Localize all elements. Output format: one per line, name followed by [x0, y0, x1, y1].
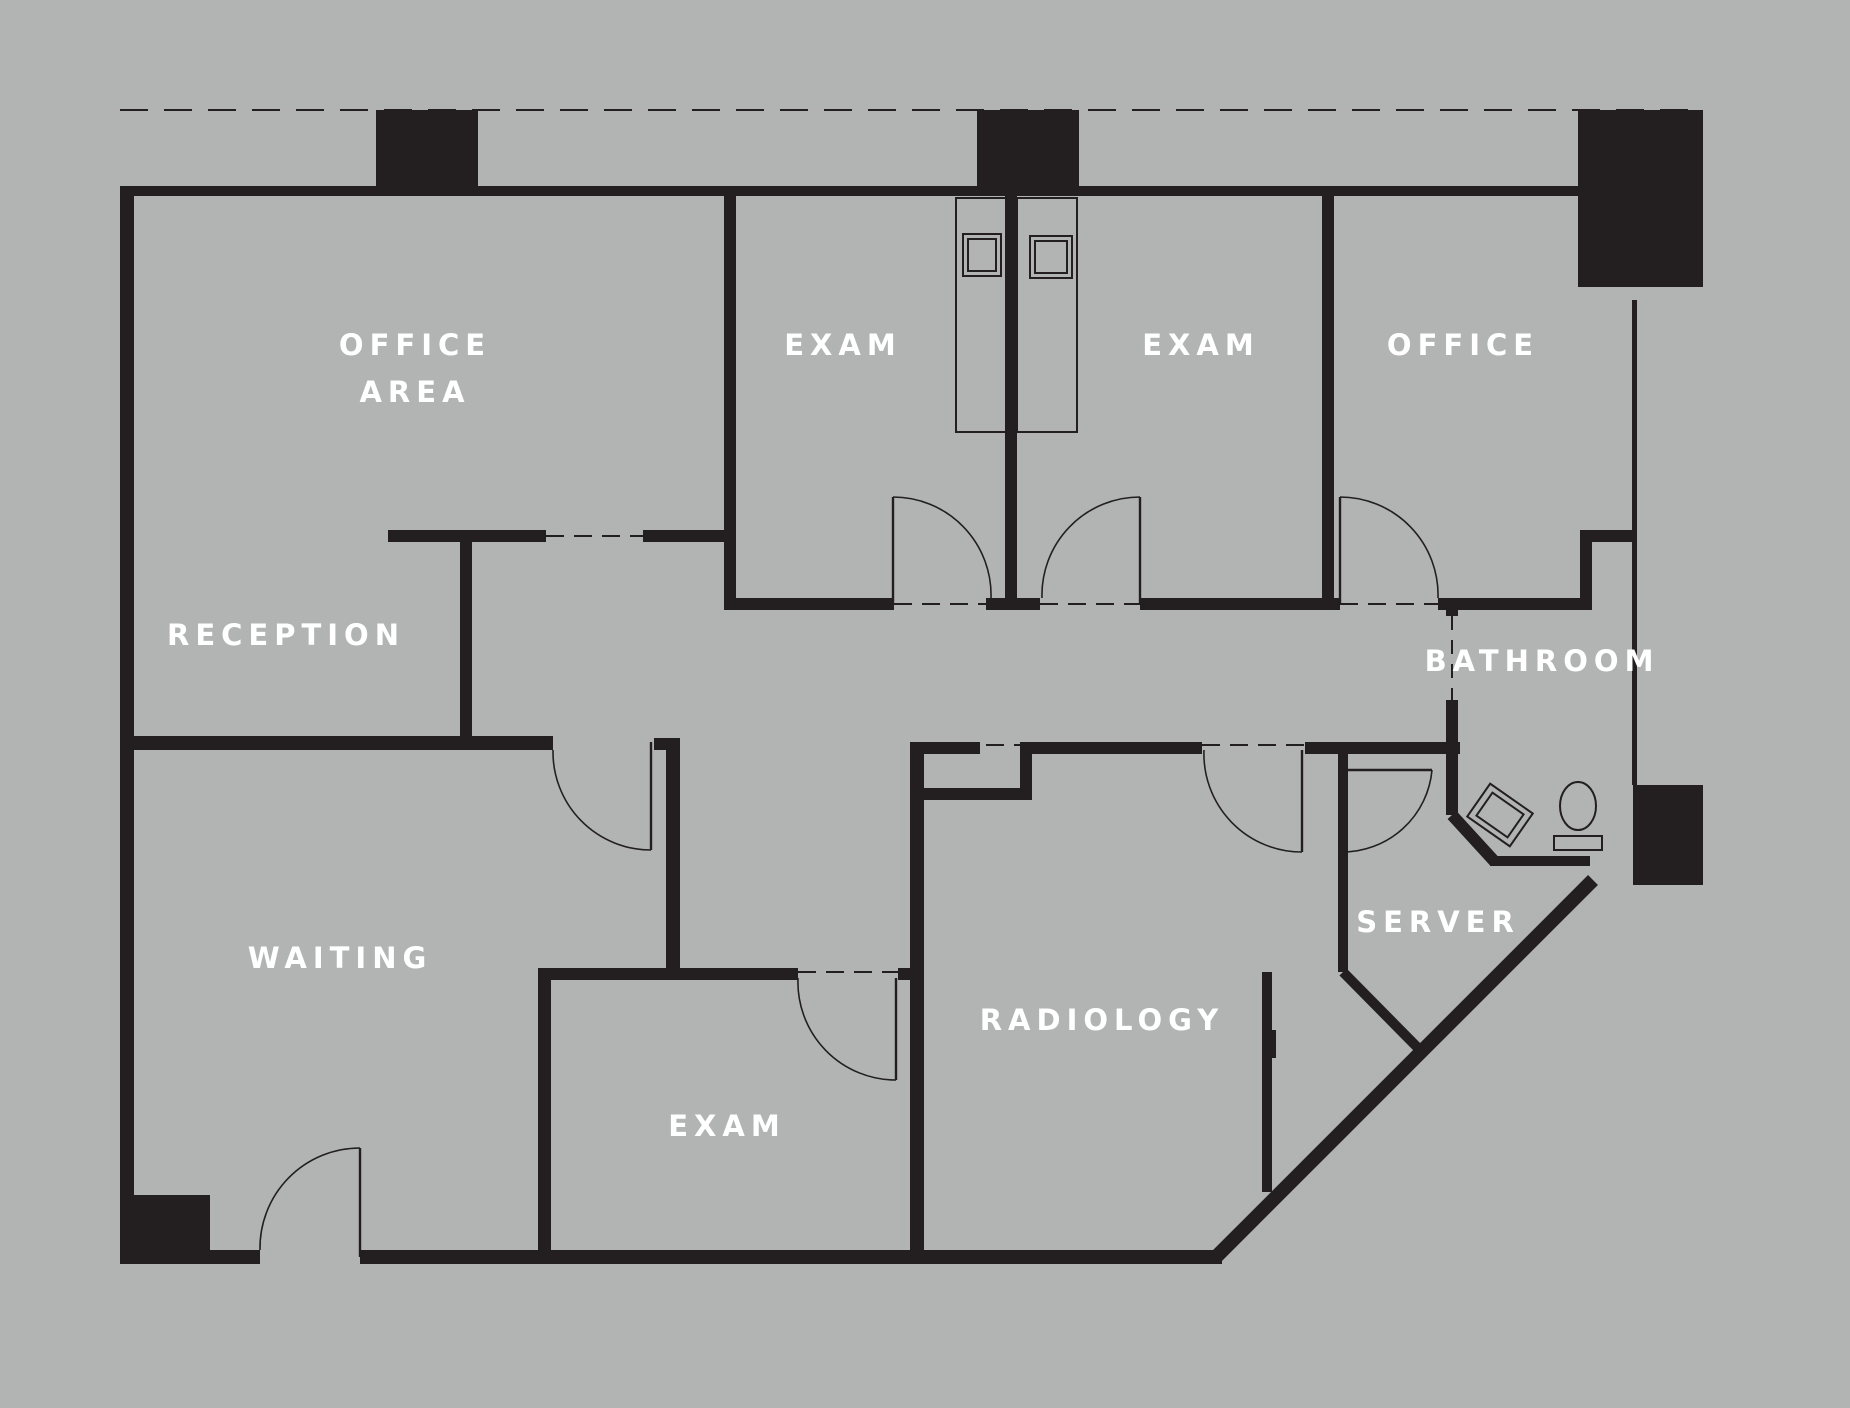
toilet-tank	[1553, 835, 1603, 851]
door-openings	[546, 535, 1453, 973]
sink-icon	[962, 233, 1002, 277]
interior-walls	[120, 186, 1632, 1258]
wall	[1305, 742, 1460, 754]
wall	[1339, 968, 1424, 1054]
wall	[910, 742, 980, 754]
door-swing-arc	[1341, 769, 1433, 853]
room-label-exam-2: EXAM	[1142, 328, 1259, 362]
column	[1578, 110, 1703, 287]
room-labels: OFFICE AREA EXAM EXAM OFFICE RECEPTION B…	[167, 328, 1660, 1143]
wall	[1438, 598, 1586, 610]
wall	[460, 530, 472, 742]
wall	[1020, 742, 1032, 800]
room-label-office-area: OFFICE	[339, 328, 491, 362]
room-label-exam-3: EXAM	[668, 1109, 785, 1143]
wall-south-left	[120, 1250, 260, 1264]
doors	[259, 496, 1439, 1257]
bathroom-sink-icon	[1465, 782, 1535, 848]
door-swing-arc	[892, 496, 992, 599]
wall	[1322, 196, 1334, 608]
wall-south-right	[360, 1250, 1222, 1264]
toilet-icon	[1559, 781, 1597, 831]
wall	[1447, 810, 1500, 867]
wall	[538, 968, 551, 1258]
wall	[1262, 1030, 1276, 1058]
wall	[120, 736, 553, 750]
wall	[910, 742, 924, 1250]
wall	[1446, 598, 1458, 616]
wall	[643, 530, 733, 542]
wall	[1490, 856, 1590, 866]
wall	[1262, 972, 1272, 1192]
wall	[1580, 530, 1592, 610]
structural-columns	[132, 110, 1703, 1257]
room-label-office: OFFICE	[1387, 328, 1539, 362]
room-label-waiting: WAITING	[248, 941, 433, 975]
door-swing-arc	[797, 977, 897, 1081]
wall	[1580, 530, 1632, 542]
wall	[1446, 700, 1458, 815]
door-swing-arc	[1041, 496, 1141, 599]
room-label-office-area-line2: AREA	[359, 375, 470, 409]
door-swing-arc	[1203, 749, 1303, 853]
sink-basin	[1034, 240, 1068, 274]
wall	[724, 186, 736, 608]
column	[132, 1195, 210, 1257]
wall-diagonal	[1211, 875, 1598, 1262]
wall	[1338, 742, 1348, 972]
counter-exam-2	[1016, 197, 1078, 433]
exterior-walls	[120, 186, 1637, 1264]
wall-north	[120, 186, 1630, 196]
room-label-radiology: RADIOLOGY	[980, 1003, 1225, 1037]
fixtures	[955, 197, 1603, 851]
column	[1633, 785, 1703, 885]
sink-icon	[1029, 235, 1073, 279]
column	[977, 110, 1079, 190]
door-swing-arc	[259, 1147, 361, 1251]
sink-basin	[967, 238, 997, 272]
wall-west	[120, 186, 134, 1264]
door-swing-arc	[1339, 496, 1439, 599]
wall	[1005, 196, 1017, 608]
wall	[666, 738, 680, 972]
room-label-exam-1: EXAM	[784, 328, 901, 362]
room-label-reception: RECEPTION	[167, 618, 405, 652]
column	[376, 110, 478, 190]
room-label-bathroom: BATHROOM	[1425, 644, 1660, 678]
wall	[1020, 742, 1202, 754]
wall	[1140, 598, 1340, 610]
counter-exam-1	[955, 197, 1007, 433]
wall-east-window	[1632, 300, 1637, 785]
door-swing-arc	[552, 749, 652, 851]
wall	[538, 968, 798, 980]
wall	[724, 598, 894, 610]
room-label-server: SERVER	[1356, 905, 1520, 939]
wall	[910, 788, 1032, 800]
